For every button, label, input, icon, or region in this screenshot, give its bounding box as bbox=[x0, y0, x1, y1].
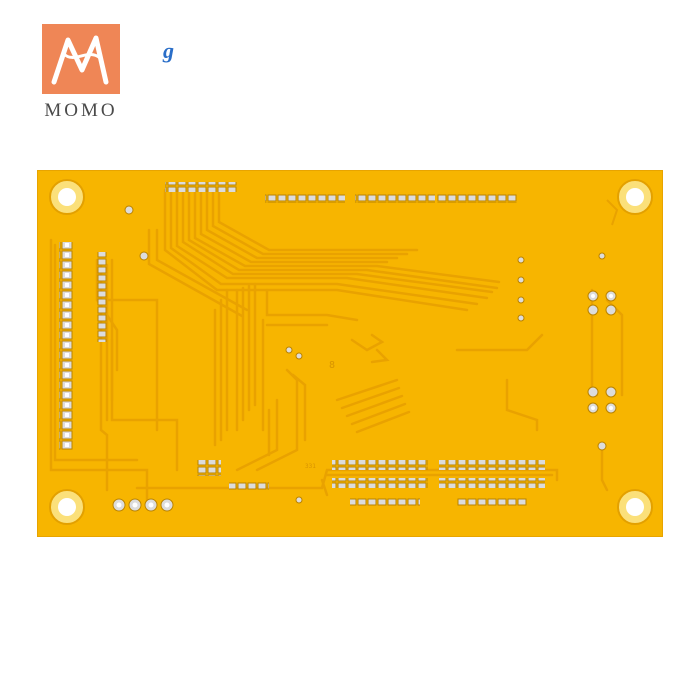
silkscreen-digit: 8 bbox=[329, 360, 335, 371]
left-pad-column bbox=[59, 242, 107, 450]
silkscreen-label: 331 bbox=[305, 463, 316, 470]
brand-logo bbox=[42, 24, 120, 94]
brand-mark: g bbox=[163, 38, 174, 63]
brand-name: MOMO bbox=[44, 100, 118, 121]
mounting-holes bbox=[49, 179, 653, 525]
yellow-pcb-board-icon: 8 331 bbox=[37, 170, 663, 537]
pcb-photo: 8 331 bbox=[37, 170, 663, 537]
top-pin-header bbox=[165, 182, 517, 203]
bottom-pin-header bbox=[197, 460, 545, 506]
stylized-m-logo-icon bbox=[51, 35, 109, 85]
